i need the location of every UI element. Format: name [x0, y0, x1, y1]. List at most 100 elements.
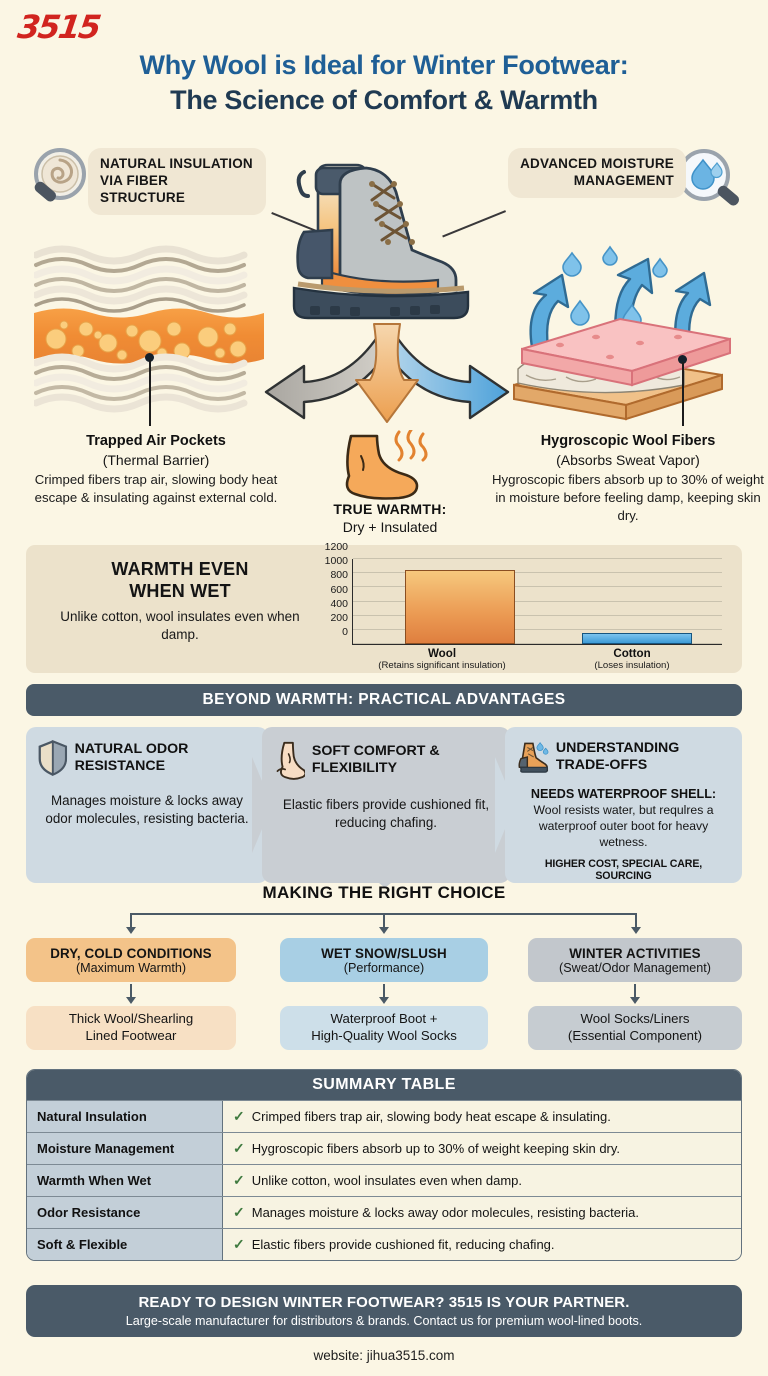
bar-wool: [404, 569, 516, 644]
table-row-value: Crimped fibers trap air, slowing body he…: [251, 1109, 611, 1124]
warmth-body: Unlike cotton, wool insulates even when …: [60, 609, 300, 642]
flow-line-dry: [130, 984, 132, 998]
flow-arrows-illustration: [264, 323, 510, 423]
warmth-when-wet-text: WARMTH EVEN WHEN WET Unlike cotton, wool…: [60, 559, 300, 643]
flow-drop-right: [635, 913, 637, 927]
page-title-line2: The Science of Comfort & Warmth: [170, 84, 598, 115]
table-row-value: Hygroscopic fibers absorb up to 30% of w…: [251, 1141, 621, 1156]
table-row-value-cell: ✓ Hygroscopic fibers absorb up to 30% of…: [223, 1133, 741, 1164]
recommendation-wet-snow-line1: Waterproof Boot +: [330, 1011, 438, 1027]
table-row-value-cell: ✓ Unlike cotton, wool insulates even whe…: [223, 1165, 741, 1196]
advantage-comfort-title: SOFT COMFORT & FLEXIBILITY: [311, 743, 440, 776]
flow-drop-center: [383, 913, 385, 927]
advantage-odor-body: Manages moisture & locks away odor molec…: [45, 793, 249, 826]
chevron-connector-1: [252, 757, 272, 853]
x-label-wool-name: Wool: [427, 647, 457, 660]
website-line: website: jihua3515.com: [313, 1348, 455, 1363]
recommendation-wet-snow-line2: High-Quality Wool Socks: [311, 1028, 457, 1043]
chevron-connector-2: [495, 757, 515, 853]
summary-table-header: SUMMARY TABLE: [27, 1070, 741, 1100]
flow-arrowhead-right: [631, 927, 641, 934]
check-icon: ✓: [233, 1236, 245, 1252]
page-title-line1: Why Wool is Ideal for Winter Footwear:: [139, 50, 629, 80]
flow-line-winter: [634, 984, 636, 998]
shield-icon: [38, 740, 68, 776]
caption-trapped-air-body: Crimped fibers trap air, slowing body he…: [34, 472, 278, 505]
table-row-value-cell: ✓ Elastic fibers provide cushioned fit, …: [223, 1229, 741, 1260]
y-tick-1200: 1200: [324, 541, 348, 553]
recommendation-dry-cold: Thick Wool/Shearling Lined Footwear: [26, 1006, 236, 1050]
advantages-header: BEYOND WARMTH: PRACTICAL ADVANTAGES: [26, 684, 742, 716]
decision-wet-snow-sub: (Performance): [343, 960, 425, 975]
insulation-bar-chart: 0 200 400 600 800 1000 1200 Wool (Retain…: [306, 541, 724, 671]
leader-line-left: [149, 360, 151, 426]
caption-true-warmth-title: TRUE WARMTH:: [333, 501, 447, 517]
decision-winter-activities-sub: (Sweat/Odor Management): [559, 960, 711, 975]
table-row-label: Warmth When Wet: [27, 1165, 223, 1196]
advantage-card-tradeoffs: UNDERSTANDING TRADE-OFFS NEEDS WATERPROO…: [505, 727, 742, 883]
y-tick-1000: 1000: [324, 555, 348, 568]
flow-arrowhead-dry: [126, 997, 136, 1004]
advantage-tradeoffs-title: UNDERSTANDING TRADE-OFFS: [555, 740, 680, 773]
magnifier-wool-icon: [34, 148, 86, 202]
choice-section-title: MAKING THE RIGHT CHOICE: [262, 883, 506, 902]
boot-water-icon: [518, 741, 549, 773]
table-row-label: Odor Resistance: [27, 1197, 223, 1228]
caption-hygroscopic-title: Hygroscopic Wool Fibers: [540, 433, 716, 449]
flow-arrowhead-left: [126, 927, 136, 934]
warmth-when-wet-section: WARMTH EVEN WHEN WET Unlike cotton, wool…: [26, 541, 742, 673]
recommendation-winter-line2: (Essential Component): [567, 1028, 703, 1043]
warmth-heading-line2: WHEN WET: [129, 580, 231, 601]
advantage-card-odor: NATURAL ODOR RESISTANCE Manages moisture…: [26, 727, 268, 883]
caption-hygroscopic-body: Hygroscopic fibers absorb up to 30% of w…: [492, 472, 764, 523]
advantage-odor-head: NATURAL ODOR RESISTANCE: [38, 737, 256, 779]
warm-foot-illustration: [345, 430, 428, 500]
brand-logo: 3515: [15, 8, 102, 46]
decision-wet-snow-title: WET SNOW/SLUSH: [321, 945, 447, 961]
x-label-wool: Wool (Retains significant insulation): [352, 647, 532, 671]
flow-arrowhead-wet: [379, 997, 389, 1004]
leader-dot-left: [145, 353, 154, 362]
caption-true-warmth-subtitle: Dry + Insulated: [342, 519, 438, 536]
table-row-label: Soft & Flexible: [27, 1229, 223, 1260]
caption-true-warmth: TRUE WARMTH: Dry + Insulated: [300, 500, 480, 536]
foot-icon: [276, 741, 305, 780]
decision-wet-snow: WET SNOW/SLUSH (Performance): [280, 938, 488, 982]
cta-banner: READY TO DESIGN WINTER FOOTWEAR? 3515 IS…: [26, 1285, 742, 1337]
warmth-heading-line1: WARMTH EVEN: [111, 559, 249, 579]
caption-trapped-air-title: Trapped Air Pockets: [86, 433, 226, 449]
table-row-value: Manages moisture & locks away odor molec…: [251, 1205, 640, 1220]
y-tick-200: 200: [330, 611, 348, 624]
check-icon: ✓: [233, 1140, 245, 1156]
advantage-odor-title: NATURAL ODOR RESISTANCE: [74, 741, 189, 774]
advantage-tradeoffs-head: UNDERSTANDING TRADE-OFFS: [517, 737, 730, 777]
flow-line-wet: [383, 984, 385, 998]
magnifier-moisture-icon: [678, 149, 740, 206]
flow-arrowhead-center: [379, 927, 389, 934]
pill-natural-insulation: NATURAL INSULATION VIA FIBER STRUCTURE: [88, 148, 266, 215]
recommendation-wet-snow: Waterproof Boot + High-Quality Wool Sock…: [280, 1006, 488, 1050]
advantage-card-comfort: SOFT COMFORT & FLEXIBILITY Elastic fiber…: [262, 727, 510, 883]
decision-winter-activities: WINTER ACTIVITIES (Sweat/Odor Management…: [528, 938, 742, 982]
table-row: Natural Insulation ✓ Crimped fibers trap…: [27, 1100, 741, 1132]
table-row-value: Elastic fibers provide cushioned fit, re…: [251, 1237, 555, 1252]
y-tick-0: 0: [342, 626, 348, 638]
decision-dry-cold-sub: (Maximum Warmth): [75, 960, 187, 975]
caption-trapped-air-subtitle: (Thermal Barrier): [102, 451, 210, 468]
summary-table: SUMMARY TABLE Natural Insulation ✓ Crimp…: [26, 1069, 742, 1261]
check-icon: ✓: [233, 1108, 245, 1124]
caption-hygroscopic: Hygroscopic Wool Fibers (Absorbs Sweat V…: [492, 432, 764, 524]
caption-hygroscopic-subtitle: (Absorbs Sweat Vapor): [556, 451, 700, 468]
x-label-cotton-note: (Loses insulation): [594, 660, 670, 671]
moisture-layer-illustration: [513, 245, 731, 421]
flow-drop-left: [130, 913, 132, 927]
chevron-connector-down: [352, 860, 418, 888]
x-label-cotton: Cotton (Loses insulation): [544, 647, 720, 671]
pill-advanced-moisture: ADVANCED MOISTURE MANAGEMENT: [508, 148, 686, 198]
leader-line-right: [682, 362, 684, 426]
table-row-value: Unlike cotton, wool insulates even when …: [251, 1173, 522, 1188]
leader-dot-right: [678, 355, 687, 364]
wool-fiber-illustration: [34, 245, 264, 413]
check-icon: ✓: [233, 1204, 245, 1220]
